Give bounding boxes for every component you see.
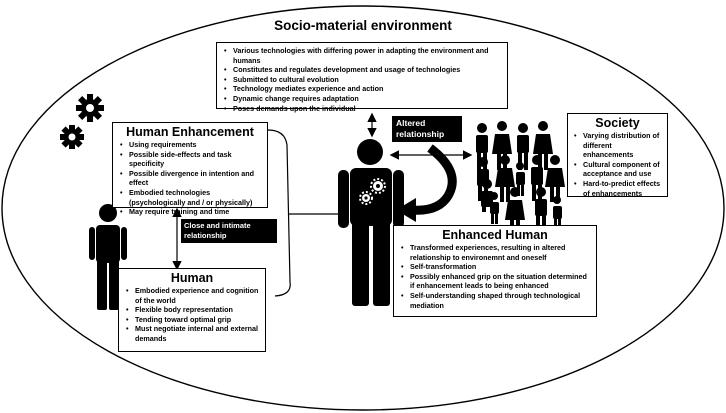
human-enhancement-title: Human Enhancement <box>126 125 254 139</box>
list-item: Varying distribution of different enhanc… <box>571 131 664 160</box>
technology-list: Various technologies with differing powe… <box>221 46 503 113</box>
human-enhancement-box: Human Enhancement Using requirements Pos… <box>112 122 268 216</box>
list-item: Possibly enhanced grip on the situation … <box>398 272 592 291</box>
environment-ellipse <box>1 5 725 411</box>
gear-icon <box>60 125 84 149</box>
human-enhancement-list: Using requirements Possible side-effects… <box>117 140 263 217</box>
list-item: Using requirements <box>117 140 263 150</box>
close-relationship-label: Close and intimate relationship <box>181 219 277 243</box>
enhanced-human-title: Enhanced Human <box>442 228 548 242</box>
list-item: Embodied technologies (psychologically a… <box>117 188 263 207</box>
list-item: Tending toward optimal grip <box>123 315 261 325</box>
list-item: Submitted to cultural evolution <box>221 75 503 85</box>
enhancement-bracket <box>267 129 291 297</box>
gear-icon <box>76 94 104 122</box>
list-item: Cultural component of acceptance and use <box>571 160 664 179</box>
list-item: Transformed experiences, resulting in al… <box>398 243 592 262</box>
list-item: Various technologies with differing powe… <box>221 46 503 65</box>
group-of-people-icon <box>476 121 565 232</box>
human-box: Human Embodied experience and cognition … <box>118 268 266 352</box>
person-icon <box>89 204 127 310</box>
list-item: Flexible body representation <box>123 305 261 315</box>
list-item: May require training and time <box>117 207 263 217</box>
enhanced-person-icon <box>338 139 404 306</box>
society-list: Varying distribution of different enhanc… <box>571 131 664 198</box>
enhanced-human-box: Enhanced Human Transformed experiences, … <box>393 225 597 317</box>
list-item: Dynamic change requires adaptation <box>221 94 503 104</box>
list-item: Hard-to-predict effects of enhancements <box>571 179 664 198</box>
list-item: Possible side-effects and task specifici… <box>117 150 263 169</box>
list-item: Technology mediates experience and actio… <box>221 84 503 94</box>
human-list: Embodied experience and cognition of the… <box>123 286 261 344</box>
human-title: Human <box>170 271 214 285</box>
society-title: Society <box>595 116 640 130</box>
circular-arrow-icon <box>396 144 457 222</box>
list-item: Self-understanding shaped through techno… <box>398 291 592 310</box>
list-item: Possible divergence in intention and eff… <box>117 169 263 188</box>
enhanced-human-list: Transformed experiences, resulting in al… <box>398 243 592 310</box>
list-item: Self-transformation <box>398 262 592 272</box>
list-item: Must negotiate internal and external dem… <box>123 324 261 343</box>
list-item: Constitutes and regulates development an… <box>221 65 503 75</box>
list-item: Poses demands upon the individual <box>221 104 503 114</box>
society-box: Society Varying distribution of differen… <box>567 113 668 198</box>
diagram-title: Socio-material environment <box>274 18 452 33</box>
technology-box: Various technologies with differing powe… <box>216 42 508 113</box>
altered-relationship-label: Altered relationship <box>392 116 462 142</box>
list-item: Embodied experience and cognition of the… <box>123 286 261 305</box>
